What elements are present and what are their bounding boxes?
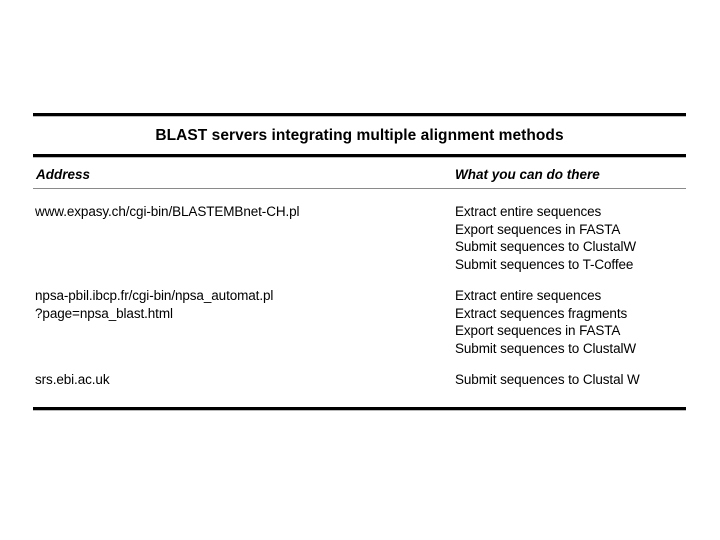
address-line: srs.ebi.ac.uk xyxy=(35,372,110,387)
action-cell: Extract entire sequences Export sequence… xyxy=(455,203,695,273)
table-row: srs.ebi.ac.uk Submit sequences to Clusta… xyxy=(33,371,686,389)
address-line: npsa-pbil.ibcp.fr/cgi-bin/npsa_automat.p… xyxy=(35,288,274,303)
table-header-row: Address What you can do there xyxy=(33,157,686,188)
action-cell: Extract entire sequences Extract sequenc… xyxy=(455,287,695,357)
action-line: Submit sequences to Clustal W xyxy=(455,372,640,387)
address-line: www.expasy.ch/cgi-bin/BLASTEMBnet-CH.pl xyxy=(35,204,300,219)
table-title-row: BLAST servers integrating multiple align… xyxy=(33,116,686,154)
blast-servers-table: BLAST servers integrating multiple align… xyxy=(33,113,686,410)
address-cell: npsa-pbil.ibcp.fr/cgi-bin/npsa_automat.p… xyxy=(35,287,445,322)
table-row: npsa-pbil.ibcp.fr/cgi-bin/npsa_automat.p… xyxy=(33,287,686,357)
action-line: Submit sequences to T-Coffee xyxy=(455,256,634,272)
action-line: Submit sequences to ClustalW xyxy=(455,239,637,254)
action-line: Export sequences in FASTA xyxy=(455,323,621,338)
action-line: Export sequences in FASTA xyxy=(455,221,621,237)
table-top-rule xyxy=(33,113,686,116)
address-cell: srs.ebi.ac.uk xyxy=(35,371,445,389)
column-header-address: Address xyxy=(36,167,91,182)
table-body: www.expasy.ch/cgi-bin/BLASTEMBnet-CH.pl … xyxy=(33,189,686,407)
column-header-action: What you can do there xyxy=(455,167,600,182)
action-line: Extract sequences fragments xyxy=(455,305,628,321)
action-line: Extract entire sequences xyxy=(455,204,602,219)
address-line: ?page=npsa_blast.html xyxy=(35,305,173,321)
action-cell: Submit sequences to Clustal W xyxy=(455,371,695,389)
table-header-top-rule xyxy=(33,154,686,157)
table-header-bottom-rule xyxy=(33,188,686,189)
action-line: Extract entire sequences xyxy=(455,288,602,303)
table-bottom-rule xyxy=(33,407,686,410)
action-line: Submit sequences to ClustalW xyxy=(455,340,637,356)
table-row: www.expasy.ch/cgi-bin/BLASTEMBnet-CH.pl … xyxy=(33,203,686,273)
address-cell: www.expasy.ch/cgi-bin/BLASTEMBnet-CH.pl xyxy=(35,203,445,221)
table-title: BLAST servers integrating multiple align… xyxy=(155,127,564,144)
